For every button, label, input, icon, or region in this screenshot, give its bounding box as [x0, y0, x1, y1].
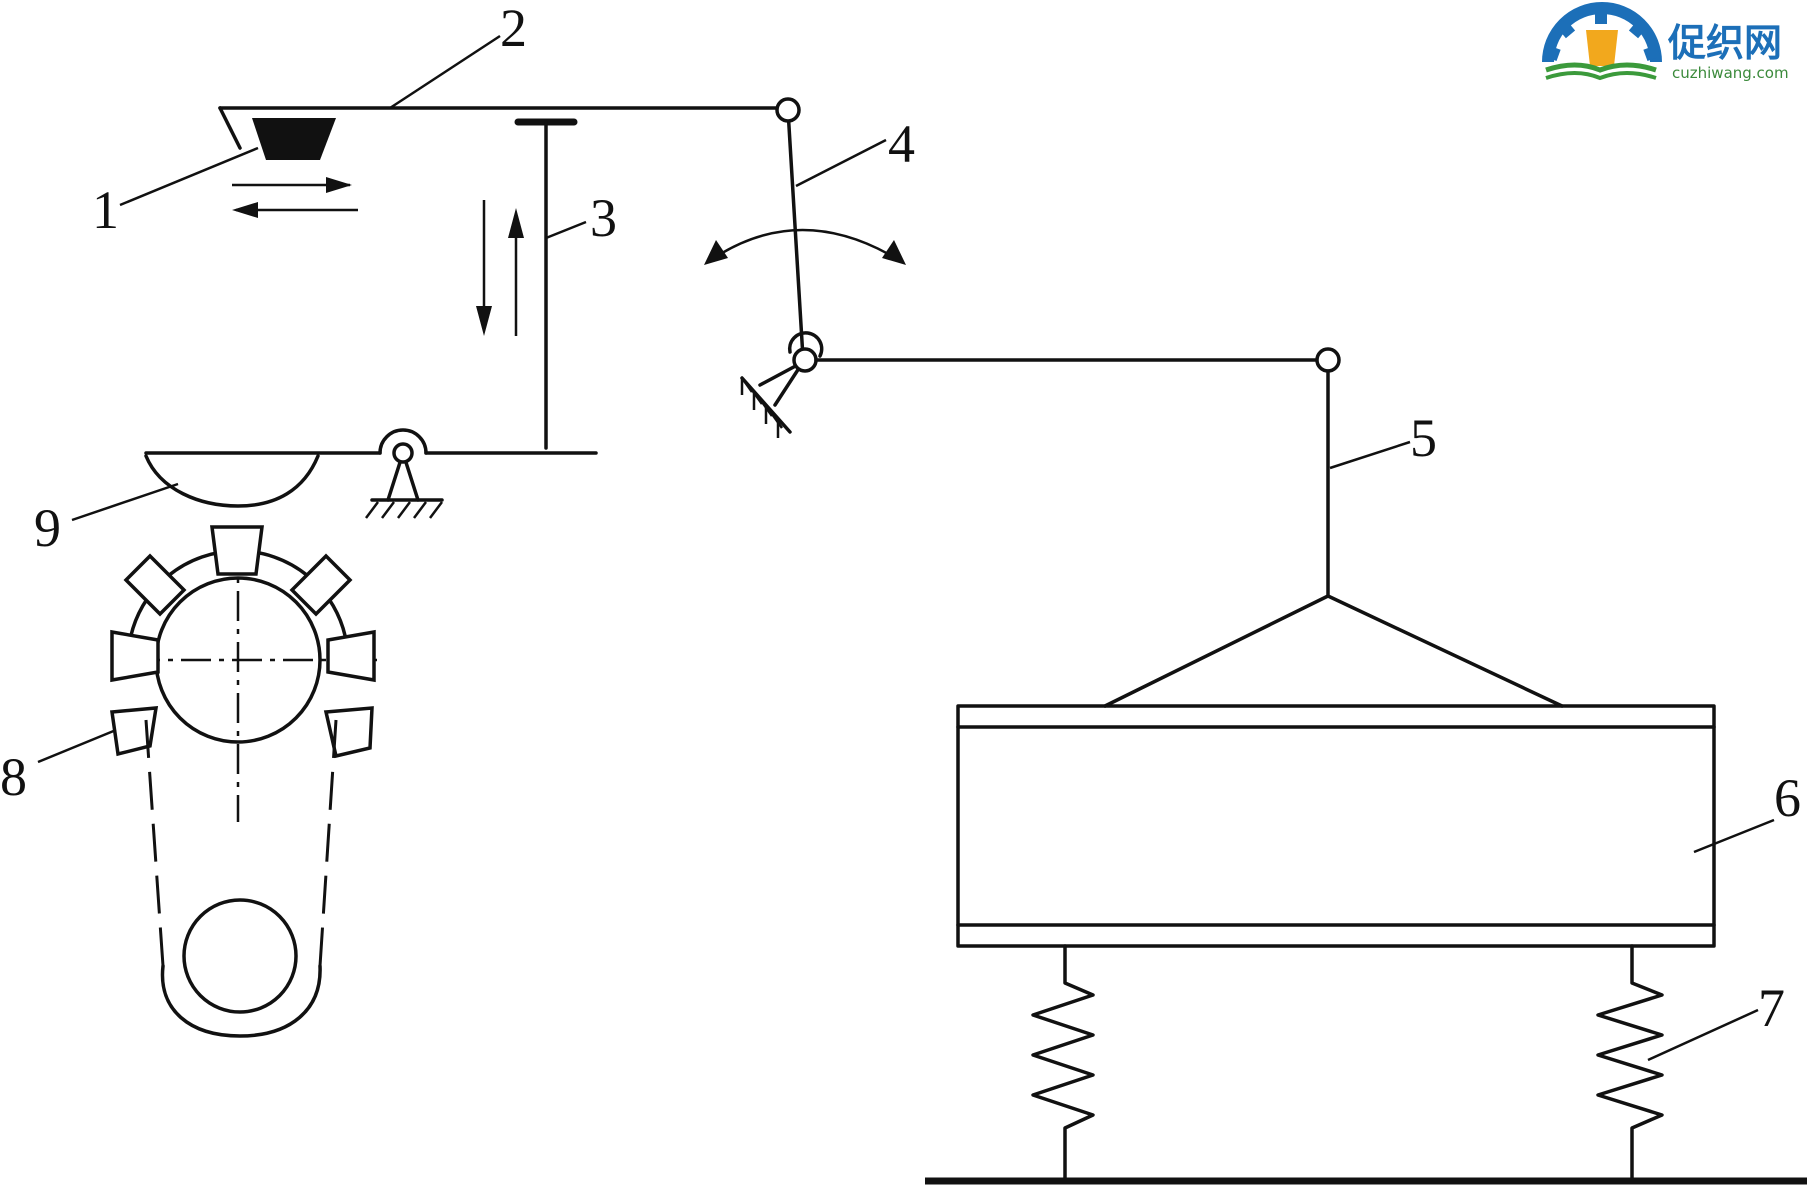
drive-chain	[144, 719, 338, 1038]
label-part-5: 5	[1410, 408, 1437, 468]
label-part-9: 9	[34, 498, 61, 558]
logo-name: 促织网	[1667, 21, 1782, 65]
horizontal-motion-arrows	[232, 177, 358, 218]
site-logo: 促织网 cuzhiwang.com	[1542, 2, 1789, 82]
support-spring-left	[1031, 944, 1095, 1182]
label-part-1: 1	[92, 180, 119, 240]
swing-link	[786, 108, 805, 360]
feed-block	[252, 118, 336, 160]
label-part-4: 4	[888, 114, 915, 174]
swing-arc-arrow	[704, 228, 906, 265]
pivot-pin-left	[392, 442, 414, 464]
vertical-rod	[514, 118, 578, 450]
label-part-3: 3	[590, 188, 617, 248]
label-part-8: 8	[0, 747, 27, 807]
pivot-pin-middle	[792, 347, 818, 373]
follower-shoe	[144, 454, 320, 508]
support-spring-right	[1596, 944, 1664, 1182]
vertical-motion-arrows	[476, 200, 524, 336]
hanger-rod	[1103, 369, 1564, 708]
top-lever	[218, 106, 790, 150]
pivot-pin-top-right	[775, 97, 801, 123]
label-part-7: 7	[1758, 978, 1785, 1038]
gear-logo-icon	[1542, 2, 1662, 81]
label-part-6: 6	[1774, 768, 1801, 828]
vibrating-table	[956, 704, 1716, 948]
label-part-2: 2	[500, 0, 527, 58]
leader-lines	[37, 34, 1775, 1062]
logo-domain: cuzhiwang.com	[1672, 64, 1789, 82]
cam-wheel	[110, 525, 378, 822]
pivot-pin-right	[1315, 347, 1341, 373]
